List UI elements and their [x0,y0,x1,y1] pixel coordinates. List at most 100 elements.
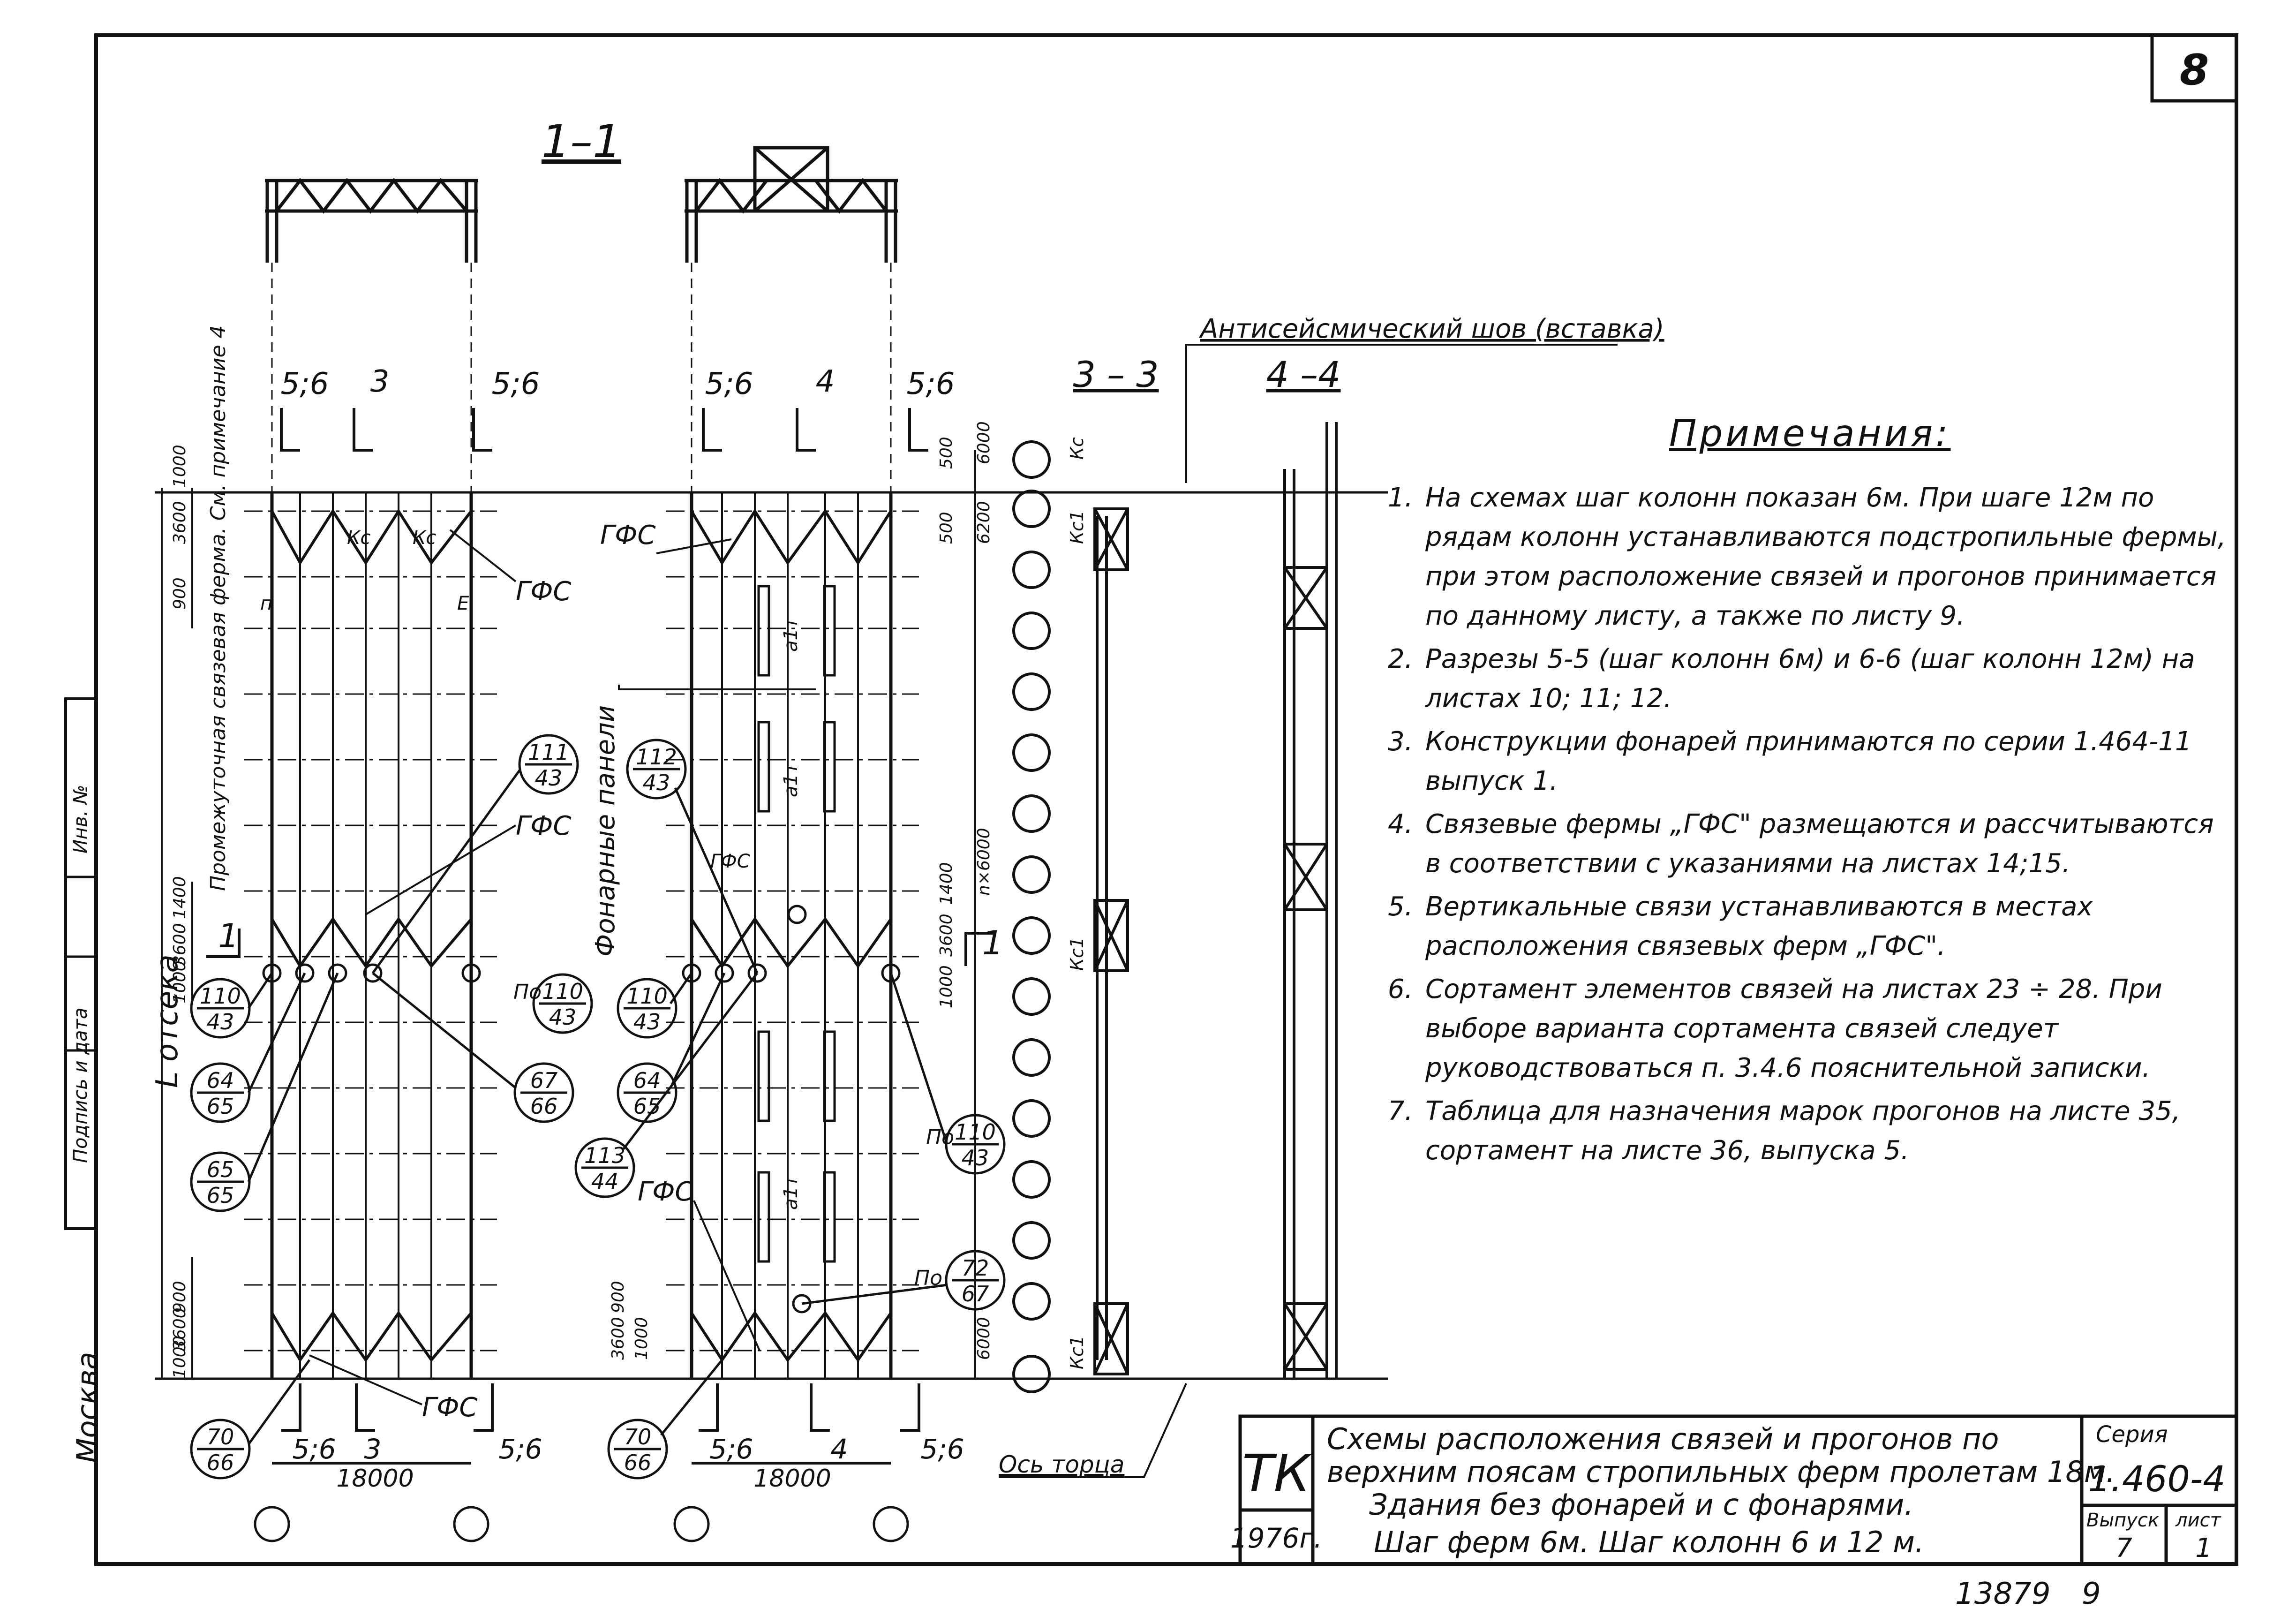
cut-r-left-bot: 5;6 [709,1433,753,1465]
cut-right-bot: 5;6 [498,1433,542,1465]
callout-left-6-bot: 66 [530,1094,558,1119]
section-3-3-label: 3 – 3 [1073,354,1159,395]
side-strip [64,697,98,1230]
sheet-value: 1 [2195,1533,2212,1563]
note-number: 3. [1388,726,1413,757]
gfs-label-right-1: ГФС [600,520,656,551]
note-text: Конструкции фонарей принимаются по серии… [1425,726,2192,796]
series-value: 1.460-4 [2088,1458,2225,1500]
section-1-marker-right: 1 [982,924,1003,962]
bottom-number: 13879 [1955,1577,2051,1611]
callout-right-1-top: 110 [626,983,668,1009]
callout-right-3-top: 113 [584,1143,625,1168]
mark-a1t-3: а1т [780,1175,802,1210]
gfs-label-left-1: ГФС [516,576,572,607]
section-frame-left [265,178,478,263]
bottom-page: 9 [2082,1577,2101,1611]
col-mark-1: Кс1 [1067,510,1087,544]
cut-mid-top: 3 [370,364,390,399]
r-dim-5: 1400 [937,862,956,905]
callout-right-4-bot: 66 [624,1450,652,1475]
note-text: Связевые фермы „ГФС" размещаются и рассч… [1425,809,2214,879]
callout-right-2-bot: 65 [633,1094,661,1119]
note-text: Вертикальные связи устанавливаются в мес… [1425,891,2093,961]
section-4-4-label: 4 –4 [1266,354,1341,395]
r-dim-0: 500 [937,437,956,469]
note-number: 2. [1388,644,1413,674]
section-1-marker-left: 1 [218,917,239,955]
title-line-1: Схемы расположения связей и прогонов по [1327,1422,1999,1456]
r-dim-3: 6200 [974,501,994,544]
callout-left-2-bot: 65 [207,1183,234,1208]
note-item: 5. Вертикальные связи устанавливаются в … [1388,887,2232,966]
note-item: 6. Сортамент элементов связей на листах … [1388,970,2232,1088]
callout-right-4-top: 70 [624,1424,652,1450]
r-dim-8: 6000 [974,1317,994,1360]
po-label-right-1: По [926,1125,954,1149]
callout-left-3-bot: 66 [207,1450,234,1475]
callout-left-5-top: 110 [542,979,583,1004]
note-text: Таблица для назначения марок прогонов на… [1425,1096,2181,1166]
note-number: 4. [1388,809,1413,839]
cut-mid-bot: 3 [364,1433,382,1465]
note-item: 4. Связевые фермы „ГФС" размещаются и ра… [1388,805,2232,884]
r-dim-1: 6000 [974,421,994,464]
callout-right-5-top: 110 [955,1119,996,1145]
right-plan-scheme: 5;6 4 5;6 [574,364,1006,1542]
left-dim-mid-0: 1400 [170,876,189,919]
page-number-box [2150,33,2238,103]
po-label-right-2: По [914,1266,942,1290]
section-4-4-drawing [1283,422,1338,1379]
series-label: Серия [2096,1421,2168,1448]
title-block [1238,1414,2238,1566]
left-plan-scheme: 5;6 3 5;6 [150,325,593,1542]
left-dim-bot-1: 3600 [170,1307,189,1351]
left-dim-bot-0: 900 [170,1281,189,1313]
callout-right-6-top: 72 [962,1255,989,1281]
note-item: 2. Разрезы 5-5 (шаг колонн 6м) и 6-6 (ша… [1388,640,2232,718]
note-number: 7. [1388,1096,1413,1126]
mark-e: Е [457,593,469,614]
callout-left-0-top: 110 [200,983,241,1009]
issue-value: 7 [2115,1533,2132,1563]
end-axis-label: Ось торца [999,1451,1124,1478]
section-frame-right [685,146,898,263]
mark-a1t-2: а1т [780,762,802,797]
left-dim-mid-2: 1000 [170,960,189,1004]
sheet-label: лист [2175,1510,2222,1531]
seismic-joint-label: Антисейсмический шов (вставка) [1199,314,1664,344]
callout-left-4-bot: 43 [535,765,563,791]
section-3-3-drawing [1093,507,1129,1375]
column-row [1012,440,1051,1393]
note-number: 6. [1388,974,1413,1004]
note-item: 3. Конструкции фонарей принимаются по се… [1388,722,2232,801]
r-dim-2: 500 [937,512,956,544]
callout-left-5-bot: 43 [549,1004,577,1030]
cut-left-top: 5;6 [281,367,329,401]
cut-r-mid-bot: 4 [831,1433,848,1465]
title-line-3: Здания без фонарей и с фонарями. [1369,1488,1913,1522]
side-strip-label-1: Подпись и дата [70,1008,91,1163]
intermediate-truss-note: Промежуточная связевая ферма. См. примеч… [206,325,230,891]
title-line-2: верхним поясам стропильных ферм пролетам… [1327,1455,2115,1489]
r-dim-l-2: 1000 [632,1317,651,1360]
section-1-1-label: 1–1 [542,115,621,168]
left-dim-top-1: 3600 [170,501,189,544]
note-item: 1. На схемах шаг колонн показан 6м. При … [1388,478,2232,636]
issue-label: Выпуск [2086,1510,2159,1531]
city-label: Москва [70,1352,105,1464]
mark-ks: Кс [347,527,370,549]
cut-r-left-top: 5;6 [705,367,753,401]
span-left: 18000 [336,1465,414,1493]
r-dim-l-1: 3600 [609,1317,628,1360]
left-dim-mid-1: 3600 [170,923,189,966]
mark-p: п [260,593,272,614]
mark-a1t-1: а1т [780,617,802,652]
title-line-4: Шаг ферм 6м. Шаг колонн 6 и 12 м. [1374,1525,1924,1559]
callout-right-5-bot: 43 [962,1145,989,1170]
left-dim-bot-2: 1000 [170,1336,189,1379]
compartment-length: L отсека [150,954,185,1088]
po-label-left: По [513,980,542,1004]
left-dim-top-0: 1000 [170,445,189,488]
callout-right-1-bot: 43 [633,1009,661,1035]
